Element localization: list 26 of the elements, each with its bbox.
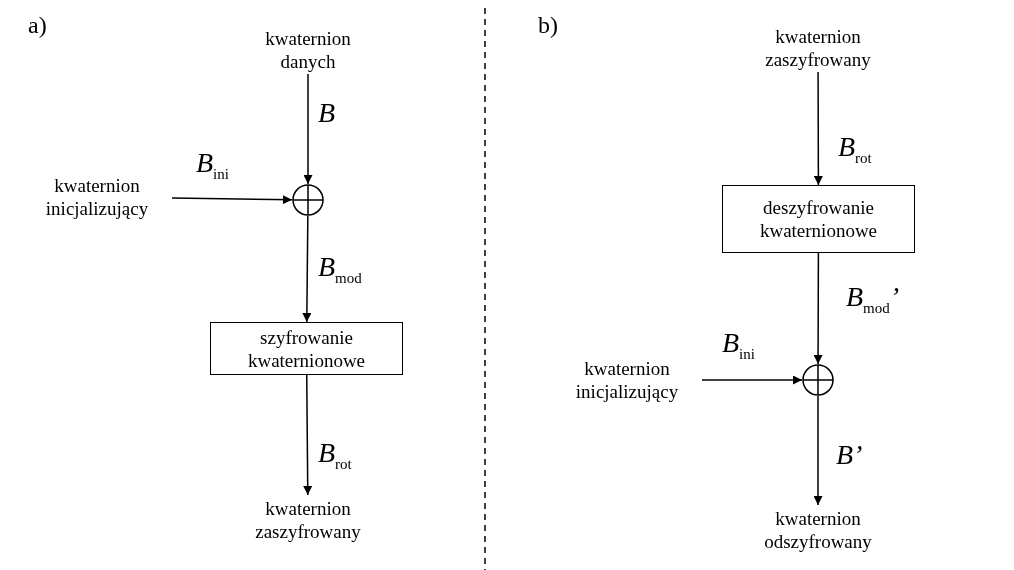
edge-label: B$_{mod}$	[318, 252, 362, 288]
arrow	[813, 71, 823, 186]
arrow	[303, 73, 313, 185]
node-text: kwaternion zaszyfrowany	[254, 497, 362, 543]
node-text: kwaternion inicjalizujący	[44, 174, 150, 220]
edge-label: B	[318, 98, 336, 128]
edge-label: B$_{mod}$’	[846, 282, 900, 318]
edge-label: B$_{ini}$	[722, 328, 755, 364]
arrow	[303, 374, 313, 496]
edge-label: B$_{ini}$	[196, 148, 229, 184]
edge-label: B$_{rot}$	[318, 438, 352, 474]
edge-label: B’	[836, 440, 863, 470]
process-box: deszyfrowanie kwaternionowe	[722, 185, 915, 253]
arrow	[813, 252, 823, 365]
arrow	[701, 375, 803, 385]
panel-label: a)	[28, 12, 47, 39]
arrow	[171, 195, 293, 205]
edge-label: B$_{rot}$	[838, 132, 872, 168]
node-text: kwaternion inicjalizujący	[574, 357, 680, 403]
node-text: kwaternion odszyfrowany	[763, 507, 873, 553]
node-text: kwaternion zaszyfrowany	[764, 25, 872, 71]
arrow	[302, 215, 312, 323]
node-text: kwaternion danych	[264, 27, 352, 73]
process-box: szyfrowanie kwaternionowe	[210, 322, 403, 375]
arrow	[813, 395, 823, 506]
panel-label: b)	[538, 12, 558, 39]
